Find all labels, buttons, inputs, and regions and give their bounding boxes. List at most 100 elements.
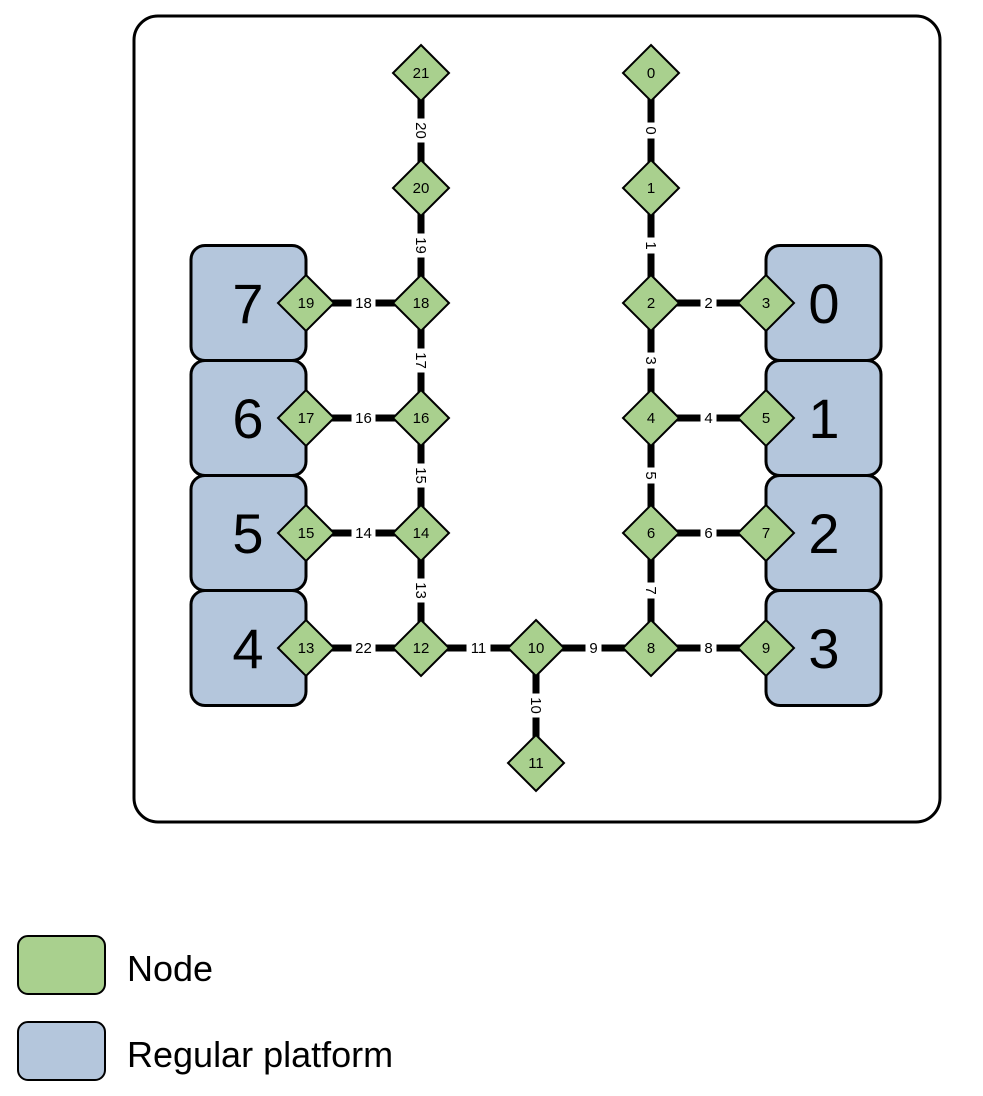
legend-node-label: Node (127, 948, 213, 989)
edge-label-bg (700, 295, 717, 311)
node-label: 11 (528, 755, 544, 772)
node-1: 1 (621, 158, 681, 218)
edge-label-bg (700, 410, 717, 426)
edge-label: 2 (704, 295, 712, 312)
node-diamond (391, 503, 451, 563)
edge-label: 15 (412, 467, 429, 484)
edge-label-bg (413, 118, 429, 143)
node-5: 5 (736, 388, 796, 448)
node-17: 17 (276, 388, 336, 448)
platform-label: 3 (808, 617, 839, 680)
node-13: 13 (276, 618, 336, 678)
node-diamond (276, 388, 336, 448)
node-diamond (736, 503, 796, 563)
node-diamond (391, 43, 451, 103)
platform-2: 2 (764, 474, 883, 592)
node-diamond (391, 158, 451, 218)
platform-1: 1 (764, 359, 883, 477)
edge-label: 19 (412, 237, 429, 254)
edge-label: 4 (704, 410, 712, 427)
edge-label-bg (643, 352, 659, 369)
node-19: 19 (276, 273, 336, 333)
edge-label: 3 (642, 356, 659, 364)
node-diamond (391, 388, 451, 448)
edge-label: 14 (355, 525, 372, 542)
platform-label: 4 (232, 617, 263, 680)
node-label: 14 (413, 525, 430, 542)
edge-label: 8 (704, 640, 712, 657)
edge-label: 13 (412, 582, 429, 599)
node-diamond (736, 273, 796, 333)
edge-label: 10 (527, 697, 544, 714)
node-label: 21 (413, 65, 430, 82)
node-label: 2 (647, 295, 655, 312)
edge-label-bg (351, 295, 376, 311)
node-21: 21 (391, 43, 451, 103)
node-diamond (621, 43, 681, 103)
node-7: 7 (736, 503, 796, 563)
node-diamond (276, 503, 336, 563)
node-label: 13 (298, 640, 315, 657)
node-label: 12 (413, 640, 430, 657)
platform-label: 2 (808, 502, 839, 565)
node-label: 7 (762, 525, 770, 542)
node-diamond (621, 388, 681, 448)
edge-label-bg (585, 640, 602, 656)
node-label: 8 (647, 640, 655, 657)
node-diamond (276, 273, 336, 333)
node-label: 9 (762, 640, 770, 657)
node-10: 10 (506, 618, 566, 678)
node-diamond (621, 618, 681, 678)
node-label: 19 (298, 295, 315, 312)
node-diamond (621, 503, 681, 563)
node-diamond (621, 158, 681, 218)
edge-label: 5 (642, 471, 659, 479)
legend-platform-swatch (17, 1021, 106, 1081)
node-18: 18 (391, 273, 451, 333)
node-6: 6 (621, 503, 681, 563)
node-label: 20 (413, 180, 430, 197)
edge-label-bg (643, 582, 659, 599)
node-diamond (736, 618, 796, 678)
edge-label-bg (700, 640, 717, 656)
node-label: 4 (647, 410, 655, 427)
platform-4: 4 (189, 589, 308, 707)
edge-label: 9 (589, 640, 597, 657)
node-12: 12 (391, 618, 451, 678)
node-diamond (276, 618, 336, 678)
edge-label: 6 (704, 525, 712, 542)
node-label: 0 (647, 65, 655, 82)
edge-label: 18 (355, 295, 372, 312)
node-2: 2 (621, 273, 681, 333)
edge-label: 0 (642, 126, 659, 134)
node-label: 1 (647, 180, 655, 197)
node-label: 16 (413, 410, 430, 427)
edge-label-bg (351, 525, 376, 541)
node-9: 9 (736, 618, 796, 678)
node-label: 5 (762, 410, 770, 427)
node-0: 0 (621, 43, 681, 103)
node-diamond (391, 273, 451, 333)
diagram-frame (132, 14, 942, 824)
edge-label-bg (528, 693, 544, 718)
edge-label-bg (351, 410, 376, 426)
platform-label: 5 (232, 502, 263, 565)
edge-label-bg (700, 525, 717, 541)
node-diamond (506, 618, 566, 678)
edge-label-bg (466, 640, 491, 656)
edge-label: 17 (412, 352, 429, 369)
platform-label: 0 (808, 272, 839, 335)
edge-label-bg (643, 237, 659, 254)
platform-7: 7 (189, 244, 308, 362)
edge-label-bg (413, 233, 429, 258)
node-diamond (506, 733, 566, 793)
node-label: 10 (528, 640, 545, 657)
node-label: 17 (298, 410, 315, 427)
edge-label-bg (413, 463, 429, 488)
node-label: 18 (413, 295, 430, 312)
edge-label: 20 (412, 122, 429, 139)
node-label: 15 (298, 525, 315, 542)
node-label: 6 (647, 525, 655, 542)
